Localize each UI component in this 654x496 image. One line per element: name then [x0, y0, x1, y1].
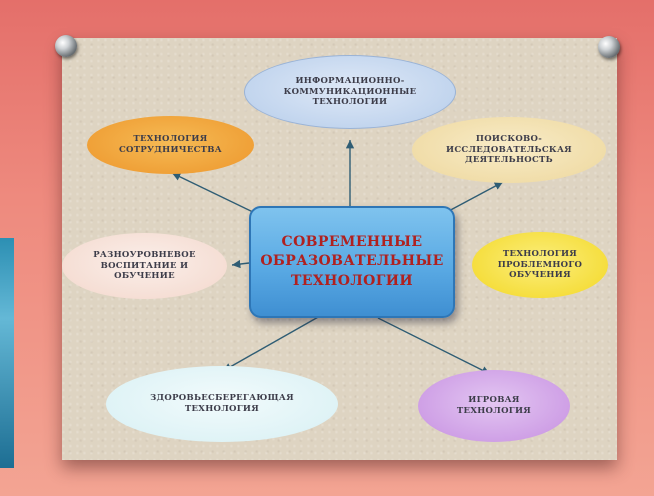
- node-multilevel-label: РАЗНОУРОВНЕВОЕ ВОСПИТАНИЕ И ОБУЧЕНИЕ: [93, 250, 196, 282]
- node-cooperation-label: ТЕХНОЛОГИЯ СОТРУДНИЧЕСТВА: [118, 134, 223, 155]
- node-problem: ТЕХНОЛОГИЯ ПРОБЛЕМНОГО ОБУЧЕНИЯ: [472, 232, 608, 298]
- arrow-to-game: [377, 317, 491, 375]
- node-research-label: ПОИСКОВО- ИССЛЕДОВАТЕЛЬСКАЯ ДЕЯТЕЛЬНОСТЬ: [446, 134, 572, 166]
- node-problem-label: ТЕХНОЛОГИЯ ПРОБЛЕМНОГО ОБУЧЕНИЯ: [497, 249, 583, 281]
- node-game-label: ИГРОВАЯ ТЕХНОЛОГИЯ: [456, 395, 532, 416]
- node-ikt-label: ИНФОРМАЦИОННО- КОММУНИКАЦИОННЫЕ ТЕХНОЛОГ…: [283, 76, 417, 108]
- node-game: ИГРОВАЯ ТЕХНОЛОГИЯ: [418, 370, 570, 442]
- pin-icon: [598, 36, 620, 58]
- arrow-to-health: [222, 315, 321, 372]
- side-decoration: [0, 238, 14, 468]
- node-research: ПОИСКОВО- ИССЛЕДОВАТЕЛЬСКАЯ ДЕЯТЕЛЬНОСТЬ: [412, 117, 606, 183]
- node-multilevel: РАЗНОУРОВНЕВОЕ ВОСПИТАНИЕ И ОБУЧЕНИЕ: [62, 233, 227, 299]
- arrow-to-research: [444, 181, 504, 214]
- central-topic-box: СОВРЕМЕННЫЕ ОБРАЗОВАТЕЛЬНЫЕ ТЕХНОЛОГИИ: [249, 206, 455, 318]
- arrow-to-multilevel: [231, 259, 250, 269]
- node-ikt: ИНФОРМАЦИОННО- КОММУНИКАЦИОННЫЕ ТЕХНОЛОГ…: [244, 55, 456, 129]
- node-cooperation: ТЕХНОЛОГИЯ СОТРУДНИЧЕСТВА: [87, 116, 254, 174]
- node-health: ЗДОРОВЬЕСБЕРЕГАЮЩАЯ ТЕХНОЛОГИЯ: [106, 366, 338, 442]
- arrow-to-cooperation: [171, 172, 256, 214]
- central-topic-label: СОВРЕМЕННЫЕ ОБРАЗОВАТЕЛЬНЫЕ ТЕХНОЛОГИИ: [260, 233, 444, 289]
- pin-icon: [55, 35, 77, 57]
- node-health-label: ЗДОРОВЬЕСБЕРЕГАЮЩАЯ ТЕХНОЛОГИЯ: [150, 393, 294, 414]
